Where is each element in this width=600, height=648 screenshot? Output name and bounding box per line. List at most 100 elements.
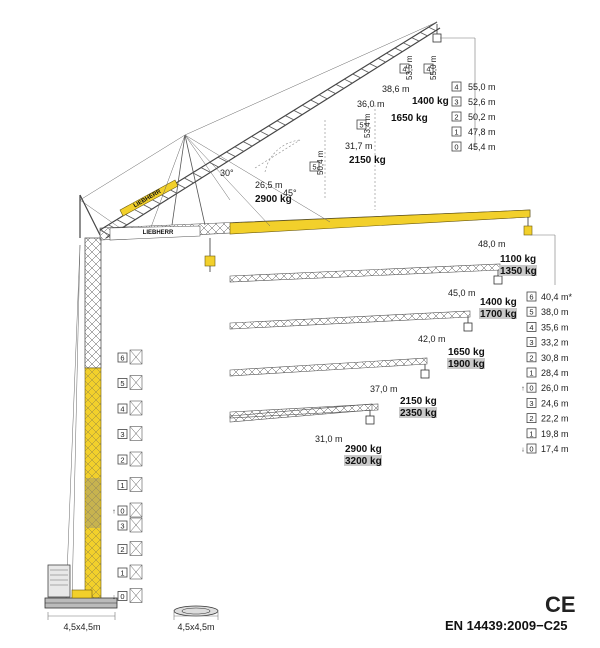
load-label: 1400 kg: [480, 297, 517, 308]
height-table-box-7-label: 3: [529, 399, 533, 408]
mast-upper-box-0-label: 6: [120, 354, 124, 363]
load-label: 1100 kg: [500, 254, 536, 265]
height-table-value-3: 33,2 m: [541, 338, 569, 348]
jib-lattice-brace: [344, 78, 353, 84]
jib-lattice-brace: [125, 214, 136, 220]
height-table-value-7: 24,6 m: [541, 398, 569, 408]
luffed-table-box-2: 2: [451, 111, 462, 122]
luffed-box-label: 5: [359, 121, 363, 130]
jib-lattice-brace: [386, 52, 395, 58]
luffed-table-value-0: 55,0 m: [468, 82, 496, 92]
height-table-box-4-label: 2: [529, 353, 533, 362]
horizontal-jib-section: [229, 403, 379, 419]
luffed-radius-label: 36,0 m: [357, 99, 385, 109]
mast-lower-box-2: 1: [117, 564, 143, 580]
mast-lower-box-3: 0↓: [112, 588, 143, 603]
brand-label-jib: LIEBHERR: [133, 189, 163, 210]
height-table-box-9: 1: [526, 428, 537, 438]
jib-lattice-brace: [116, 219, 128, 226]
luffed-height-label: 55,0 m: [429, 55, 438, 80]
jib-lattice-brace: [217, 156, 228, 163]
luffed-box-label: 5: [312, 163, 316, 172]
jib-lattice-brace: [184, 177, 194, 184]
height-table-value-2: 35,6 m: [541, 322, 569, 332]
hook: [365, 415, 375, 425]
height-table-box-10-arrow: ↓: [521, 447, 525, 454]
mast-lower-box-3-label: 0: [120, 592, 124, 601]
radius-label: 48,0 m: [478, 239, 506, 249]
certification: CE EN 14439:2009−C25: [445, 592, 576, 633]
jib-lattice-brace: [200, 167, 211, 173]
luffed-box: 4: [399, 63, 410, 74]
load-label: 2900 kg: [345, 444, 382, 455]
luffed-table-value-4: 45,4 m: [468, 142, 496, 152]
luffed-box-label: 4: [402, 65, 406, 74]
mast-upper-box-1-label: 5: [120, 379, 124, 388]
load-label: 2150 kg: [400, 396, 437, 407]
height-table-value-5: 28,4 m: [541, 368, 569, 378]
height-table-box-0: 6: [526, 291, 537, 302]
height-table-box-5: 1: [526, 367, 537, 378]
height-table-value-10: 17,4 m: [541, 444, 569, 454]
jib-lattice-brace: [192, 172, 203, 178]
jib-lattice-brace: [360, 68, 370, 73]
height-table-value-4: 30,8 m: [541, 353, 569, 363]
standard-label: EN 14439:2009−C25: [445, 618, 568, 633]
luffed-table-box-0-label: 4: [454, 83, 458, 92]
base-dimension-label: 4,5x4,5m: [63, 622, 100, 632]
luffed-table-box-2-label: 2: [454, 113, 458, 122]
luffed-box-label: 4: [426, 65, 430, 74]
height-table-box-8-label: 2: [529, 414, 533, 423]
height-table-box-8: 2: [526, 413, 537, 423]
tower-mast: 4,5x4,5m: [44, 237, 118, 632]
mast-upper-box-0: 6: [117, 349, 143, 365]
mast-lower-box-0-label: 3: [120, 522, 124, 531]
jib-lattice-brace: [234, 146, 244, 152]
jib-lattice-brace: [403, 42, 411, 47]
radius-label: 45,0 m: [448, 288, 476, 298]
mast-upper-box-4: 2: [117, 451, 143, 467]
height-table-box-10-label: 0: [529, 445, 533, 454]
mast-upper-box-3-label: 3: [120, 430, 124, 439]
luffed-config-4: 455,0 m: [423, 55, 438, 80]
horizontal-jib-section: [229, 357, 428, 377]
mast-upper-box-2-label: 4: [120, 405, 124, 414]
jib-lattice-brace: [133, 208, 144, 215]
jib-lattice-brace: [243, 141, 253, 147]
height-table-value-9: 19,8 m: [541, 429, 569, 439]
height-table-value-8: 22,2 m: [541, 414, 569, 424]
jib-lattice-brace: [394, 47, 403, 52]
luffed-height-label: 53,4 m: [363, 113, 372, 138]
luffed-table-box-1-label: 3: [454, 98, 458, 107]
mast-upper-box-6: 0↑: [112, 502, 143, 518]
jib-lattice-brace: [285, 115, 295, 121]
load-alt-label: 1350 kg: [500, 266, 537, 277]
horizontal-jib-section: [229, 263, 501, 283]
mast-lower-box-1: 2: [117, 541, 143, 556]
height-table-value-6: 26,0 m: [541, 383, 569, 393]
luffed-height-label: 53,5 m: [405, 55, 414, 80]
height-table-box-7: 3: [526, 397, 537, 408]
jib-lattice-brace: [335, 84, 345, 89]
jib-lattice-brace: [327, 89, 336, 94]
luffed-radius-label: 38,6 m: [382, 84, 410, 94]
height-table-box-6-arrow: ↑: [521, 386, 525, 393]
luffed-load-label: 1650 kg: [391, 113, 428, 124]
luffed-table-box-4-label: 0: [454, 143, 458, 152]
luffed-box: 4: [423, 63, 434, 74]
mast-upper-box-1: 5: [117, 375, 143, 390]
jib-lattice-brace: [318, 94, 328, 100]
hook: [420, 369, 430, 379]
brand-label-main-jib: LIEBHERR: [143, 230, 174, 236]
luffed-table-box-0: 4: [451, 81, 462, 92]
mast-lower-box-3-arrow: ↓: [112, 594, 116, 601]
